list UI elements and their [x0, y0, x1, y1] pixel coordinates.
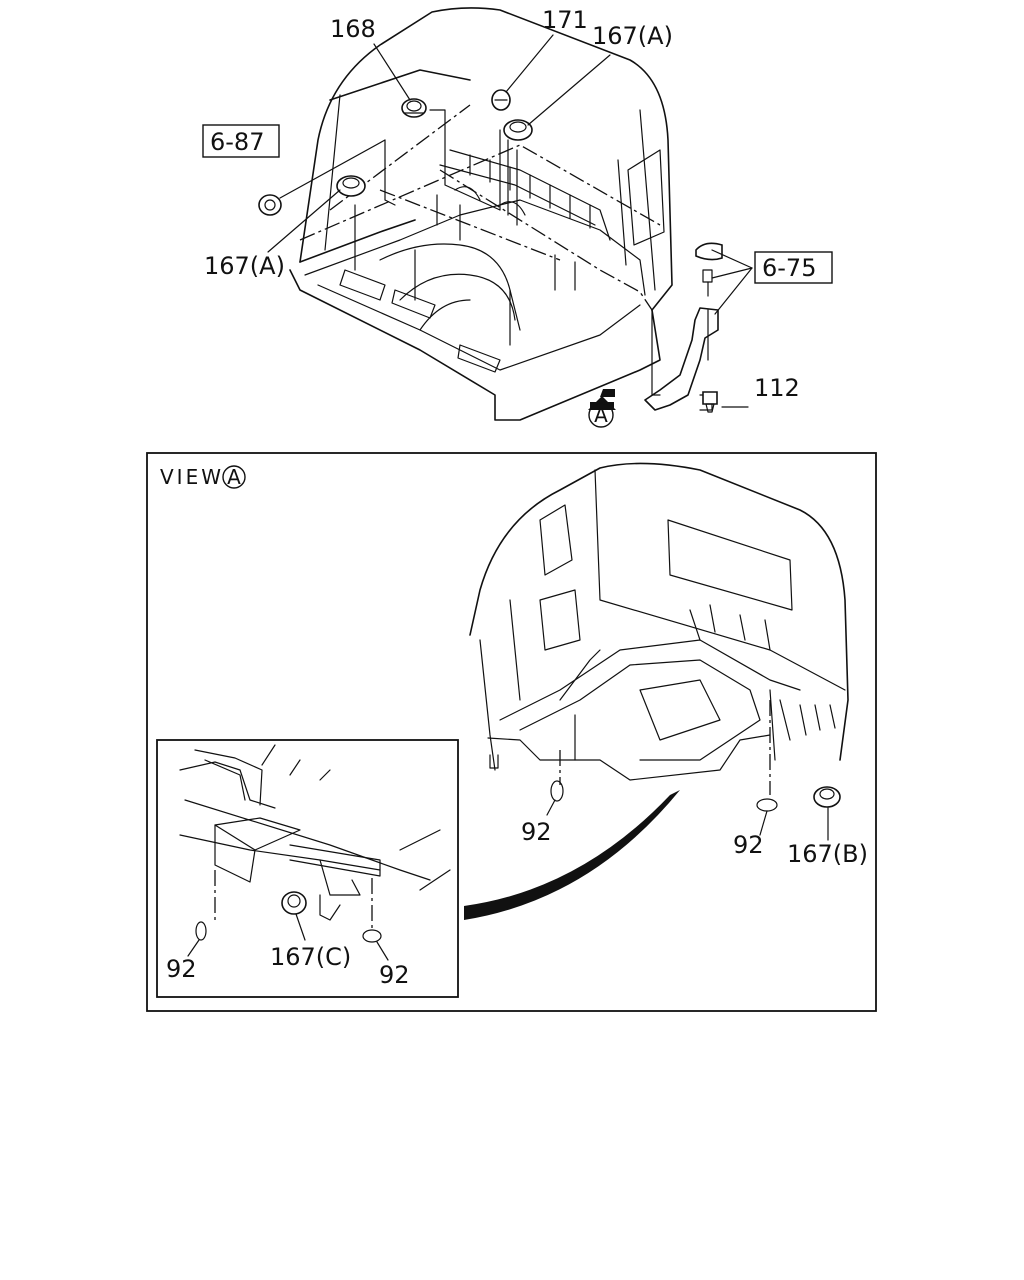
- view-a-frame: [146, 452, 877, 1012]
- o-ring-92-center: [550, 780, 564, 802]
- view-title-circle: [222, 465, 246, 489]
- label-92-inset-right: 92: [379, 961, 410, 989]
- view-a-cab-drawing: [469, 462, 849, 795]
- label-167c: 167(C): [270, 943, 351, 971]
- label-167a-left: 167(A): [204, 252, 285, 280]
- nut-6-87: [258, 194, 282, 216]
- label-171: 171: [542, 6, 588, 34]
- label-92-center: 92: [521, 818, 552, 846]
- label-92-inset-left: 92: [166, 955, 197, 983]
- ref-box-6-75: [754, 251, 833, 284]
- label-168: 168: [330, 15, 376, 43]
- leader-lines-top: [267, 34, 753, 408]
- o-ring-92-inset-left: [195, 921, 207, 941]
- bolt-112: [702, 391, 718, 413]
- cab-floor-drawing: [289, 7, 673, 421]
- grommet-167b: [813, 786, 841, 808]
- label-167b: 167(B): [787, 840, 868, 868]
- grommet-167c: [281, 891, 307, 915]
- label-112: 112: [754, 374, 800, 402]
- clip-6-75: [695, 242, 723, 297]
- plug-171: [491, 89, 511, 111]
- ref-6-75[interactable]: 6-75: [762, 254, 816, 282]
- leader-lines-view-a: [546, 799, 829, 841]
- o-ring-92-right: [756, 798, 778, 812]
- inset-drawing: [179, 744, 451, 928]
- grommet-167a-left: [336, 175, 366, 197]
- ref-6-87[interactable]: 6-87: [210, 128, 264, 156]
- o-ring-92-inset-right: [362, 929, 382, 943]
- view-title: VIEW: [160, 465, 224, 489]
- grommet-167a-top: [503, 119, 533, 141]
- grommet-168: [401, 98, 427, 118]
- leader-lines-inset: [187, 913, 389, 961]
- view-a-marker: A: [594, 403, 608, 427]
- label-92-right: 92: [733, 831, 764, 859]
- view-title-circle-letter: A: [227, 465, 241, 489]
- ref-box-6-87: [202, 124, 280, 158]
- view-a-marker-circle: [588, 402, 614, 428]
- inset-frame: [156, 739, 459, 998]
- label-167a-top: 167(A): [592, 22, 673, 50]
- inset-connector-band: [464, 790, 680, 920]
